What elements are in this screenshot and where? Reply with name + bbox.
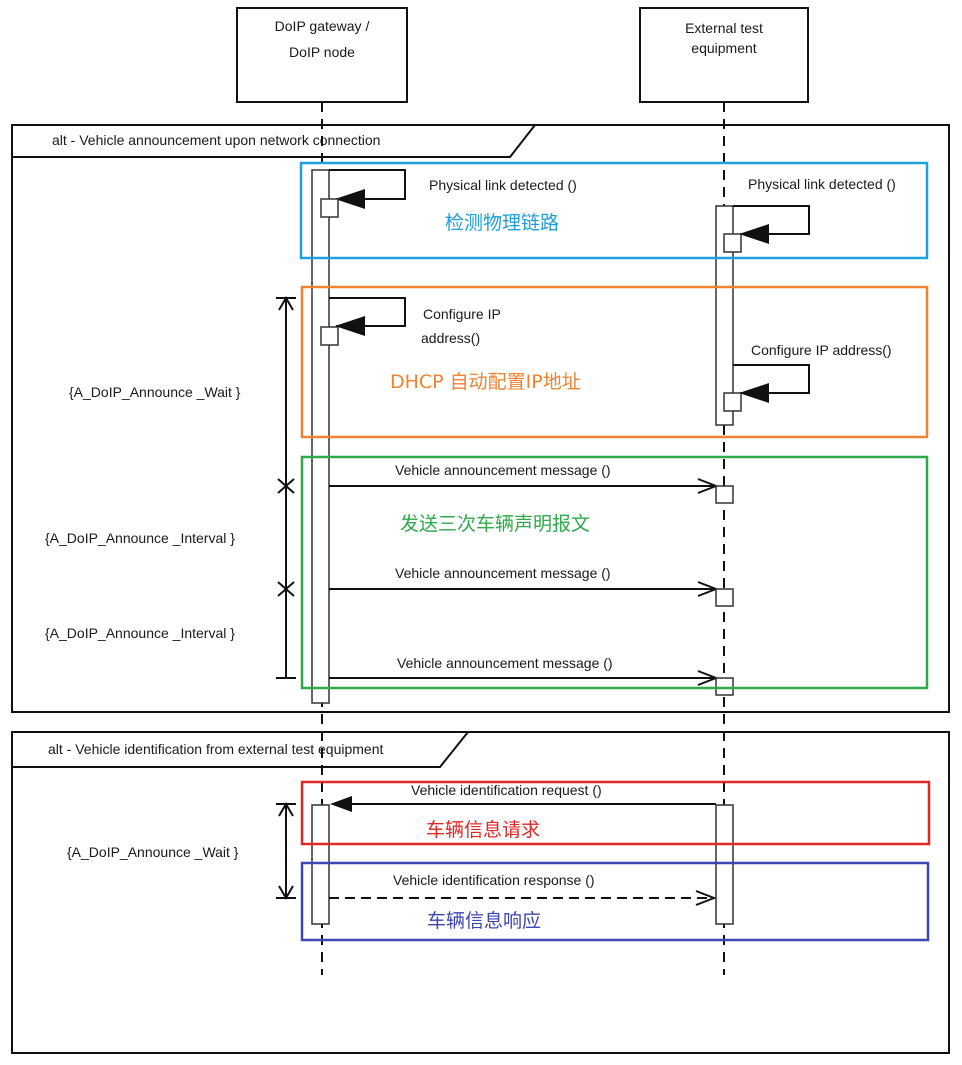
lifeline-gateway-head: DoIP gateway / DoIP node xyxy=(236,7,408,103)
annotation-response-text: 车辆信息响应 xyxy=(427,910,541,932)
self-message-tester-link xyxy=(723,205,810,253)
timing-bar-2 xyxy=(276,802,296,900)
annotation-announce-text: 发送三次车辆声明报文 xyxy=(400,513,590,535)
lifeline-tester-head: External test equipment xyxy=(639,7,809,103)
gateway-activation-2 xyxy=(311,804,330,925)
label-announcement-2: Vehicle announcement message () xyxy=(395,565,611,581)
annotation-link-text: 检测物理链路 xyxy=(445,212,559,234)
annotation-box-announce xyxy=(300,455,929,690)
label-announcement-3: Vehicle announcement message () xyxy=(397,655,613,671)
self-message-gateway-link xyxy=(320,169,406,218)
message-identification-request xyxy=(330,796,716,812)
annotation-request-text: 车辆信息请求 xyxy=(426,819,540,841)
label-identification-request: Vehicle identification request () xyxy=(411,782,602,798)
label-identification-wait: {A_DoIP_Announce _Wait } xyxy=(67,844,239,860)
label-tester-link: Physical link detected () xyxy=(748,176,896,192)
label-identification-response: Vehicle identification response () xyxy=(393,872,595,888)
alt-fragment-identification: alt - Vehicle identification from extern… xyxy=(11,731,950,1054)
label-gateway-link: Physical link detected () xyxy=(429,177,577,193)
fragment-identification-title: alt - Vehicle identification from extern… xyxy=(48,741,384,757)
gateway-title-line2: DoIP node xyxy=(289,44,355,60)
self-message-gateway-config xyxy=(320,297,406,346)
label-announcement-1: Vehicle announcement message () xyxy=(395,462,611,478)
label-announce-wait: {A_DoIP_Announce _Wait } xyxy=(69,384,241,400)
label-gateway-config-line2: address() xyxy=(421,330,480,346)
gateway-title-line1: DoIP gateway / xyxy=(275,18,370,34)
tester-title-line2: equipment xyxy=(691,40,756,56)
fragment-announcement-title: alt - Vehicle announcement upon network … xyxy=(52,132,380,148)
label-announce-interval-1: {A_DoIP_Announce _Interval } xyxy=(45,530,235,546)
label-announce-interval-2: {A_DoIP_Announce _Interval } xyxy=(45,625,235,641)
label-gateway-config-line1: Configure IP xyxy=(423,306,501,322)
timing-bar-1 xyxy=(276,296,296,679)
self-message-tester-config xyxy=(723,364,810,412)
message-announcement-3 xyxy=(329,670,734,696)
tester-title-line1: External test xyxy=(685,20,763,36)
annotation-dhcp-text: DHCP 自动配置IP地址 xyxy=(390,371,581,393)
label-tester-config: Configure IP address() xyxy=(751,342,892,358)
annotation-box-request xyxy=(300,780,931,846)
message-announcement-1 xyxy=(329,478,734,504)
message-announcement-2 xyxy=(329,581,734,607)
tester-activation-2 xyxy=(715,804,734,925)
annotation-box-response xyxy=(300,861,930,942)
alt-fragment-announcement: alt - Vehicle announcement upon network … xyxy=(11,124,950,713)
annotation-box-dhcp xyxy=(300,285,929,439)
tester-activation-1 xyxy=(715,205,734,426)
annotation-box-link xyxy=(299,161,929,260)
message-identification-response xyxy=(329,890,717,906)
